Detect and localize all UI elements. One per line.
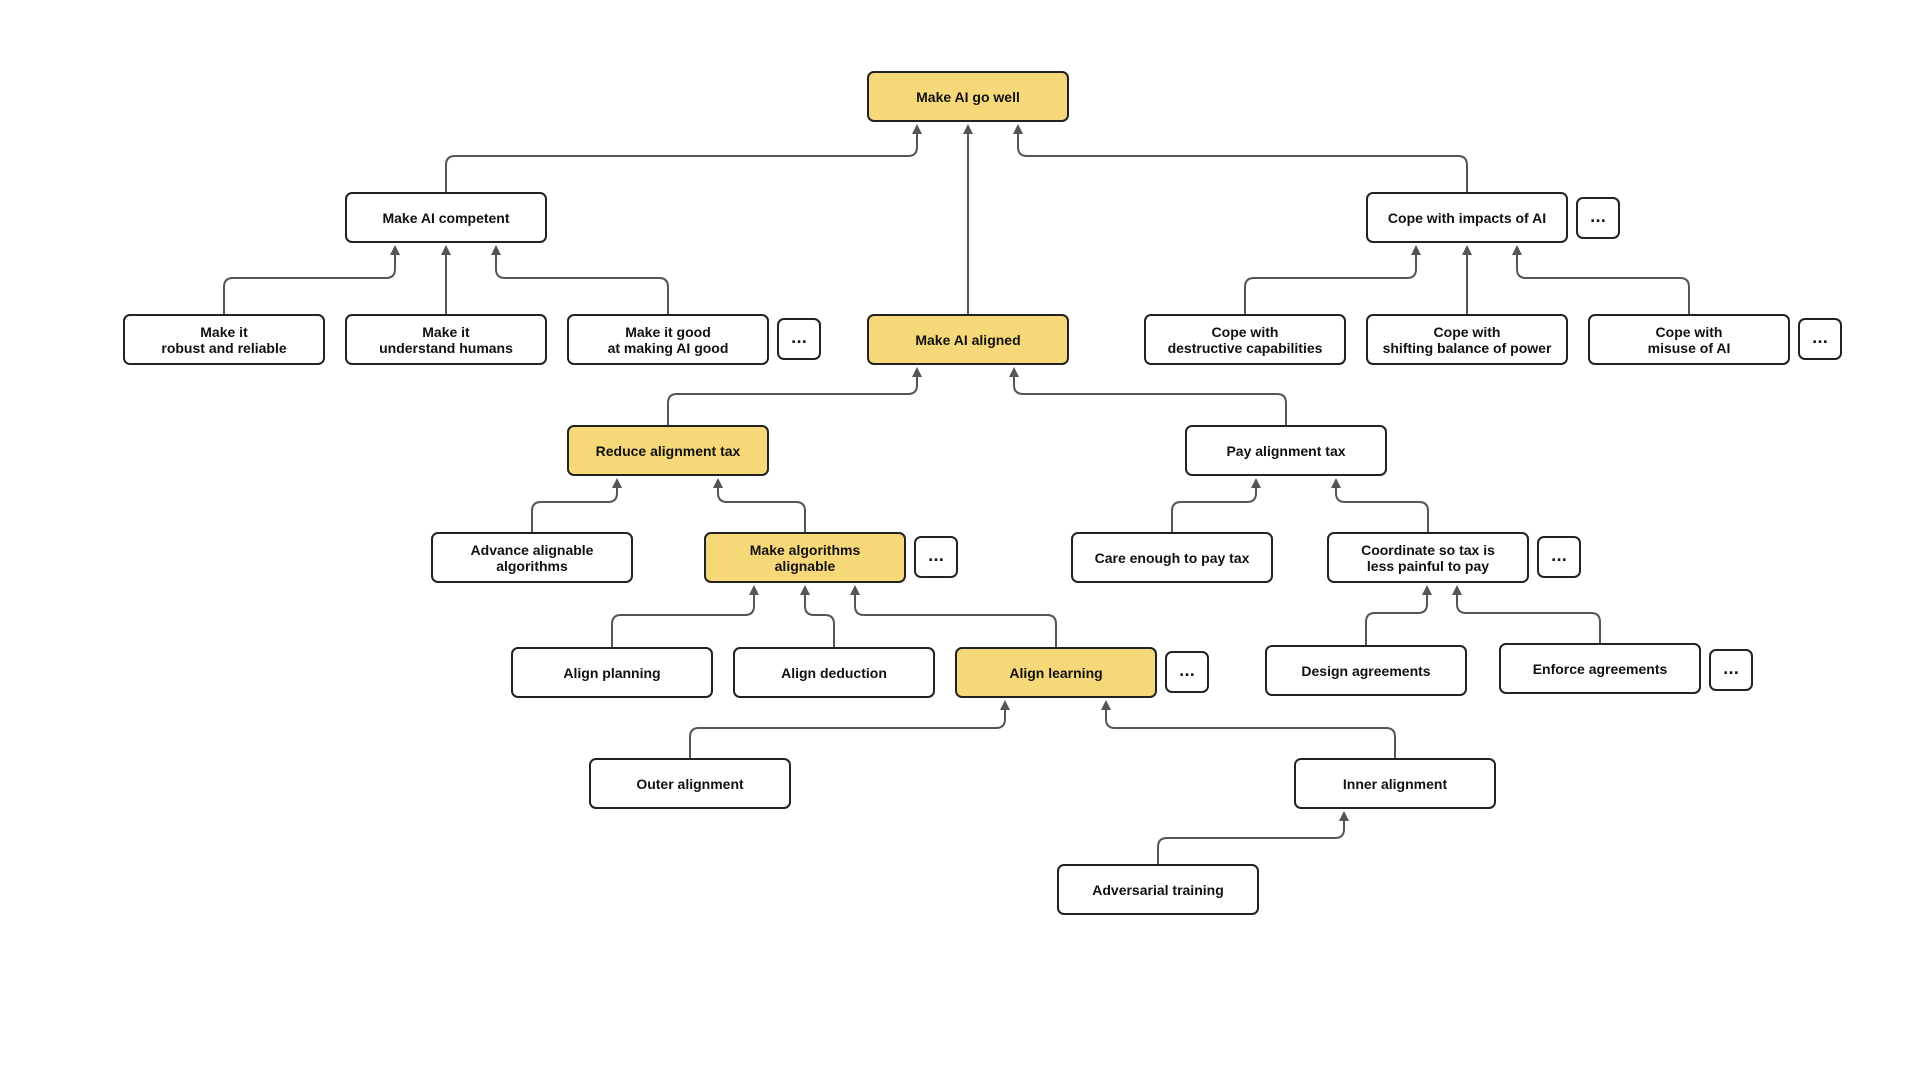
edge-care-to-pay: [1171, 488, 1257, 532]
edge-design-to-coordinate: [1365, 595, 1428, 645]
node-enforce-agreements[interactable]: Enforce agreements: [1499, 643, 1701, 694]
node-care-enough-to-pay-tax[interactable]: Care enough to pay tax: [1071, 532, 1273, 583]
node-align-learning[interactable]: Align learning: [955, 647, 1157, 698]
more-button-coordinate[interactable]: ...: [1537, 536, 1581, 578]
arrowhead-impacts-to-root: [1013, 124, 1023, 134]
edge-planning-to-alignable: [611, 595, 755, 647]
edge-competent-to-root: [445, 134, 918, 192]
arrowhead-enforce-to-coordinate: [1452, 585, 1462, 595]
edge-good-to-competent: [495, 255, 669, 314]
more-button-alignable[interactable]: ...: [914, 536, 958, 578]
edge-destructive-to-impacts: [1244, 255, 1417, 314]
node-make-ai-competent[interactable]: Make AI competent: [345, 192, 547, 243]
more-button-competent[interactable]: ...: [777, 318, 821, 360]
node-misuse-of-ai[interactable]: Cope with misuse of AI: [1588, 314, 1790, 365]
more-button-learning[interactable]: ...: [1165, 651, 1209, 693]
edge-misuse-to-impacts: [1516, 255, 1690, 314]
arrowhead-outer-to-learning: [1000, 700, 1010, 710]
more-button-impacts[interactable]: ...: [1576, 197, 1620, 239]
arrowhead-learning-to-alignable: [850, 585, 860, 595]
arrowhead-inner-to-learning: [1101, 700, 1111, 710]
edge-impacts-to-root: [1017, 134, 1468, 192]
arrowhead-misuse-to-impacts: [1512, 245, 1522, 255]
more-button-enforce[interactable]: ...: [1709, 649, 1753, 691]
arrowhead-planning-to-alignable: [749, 585, 759, 595]
node-make-algorithms-alignable[interactable]: Make algorithms alignable: [704, 532, 906, 583]
arrowhead-coordinate-to-pay: [1331, 478, 1341, 488]
arrowhead-advance-to-reduce: [612, 478, 622, 488]
node-coordinate-tax[interactable]: Coordinate so tax is less painful to pay: [1327, 532, 1529, 583]
arrowhead-alignable-to-reduce: [713, 478, 723, 488]
edge-deduction-to-alignable: [804, 595, 835, 647]
arrowhead-adversarial-to-inner: [1339, 811, 1349, 821]
arrowhead-design-to-coordinate: [1422, 585, 1432, 595]
arrowhead-destructive-to-impacts: [1411, 245, 1421, 255]
node-make-ai-go-well[interactable]: Make AI go well: [867, 71, 1069, 122]
node-reduce-alignment-tax[interactable]: Reduce alignment tax: [567, 425, 769, 476]
arrowhead-good-to-competent: [491, 245, 501, 255]
edge-adversarial-to-inner: [1157, 821, 1345, 864]
edge-reduce-to-aligned: [667, 377, 918, 425]
node-align-deduction[interactable]: Align deduction: [733, 647, 935, 698]
arrowhead-shifting-to-impacts: [1462, 245, 1472, 255]
node-advance-alignable-algorithms[interactable]: Advance alignable algorithms: [431, 532, 633, 583]
node-cope-with-impacts[interactable]: Cope with impacts of AI: [1366, 192, 1568, 243]
node-align-planning[interactable]: Align planning: [511, 647, 713, 698]
edge-advance-to-reduce: [531, 488, 618, 532]
node-outer-alignment[interactable]: Outer alignment: [589, 758, 791, 809]
edge-enforce-to-coordinate: [1456, 595, 1601, 643]
edge-outer-to-learning: [689, 710, 1006, 758]
node-good-at-making-ai-good[interactable]: Make it good at making AI good: [567, 314, 769, 365]
node-adversarial-training[interactable]: Adversarial training: [1057, 864, 1259, 915]
edge-learning-to-alignable: [854, 595, 1057, 647]
arrowhead-understand-to-competent: [441, 245, 451, 255]
more-button-misuse[interactable]: ...: [1798, 318, 1842, 360]
node-destructive-capabilities[interactable]: Cope with destructive capabilities: [1144, 314, 1346, 365]
arrowhead-care-to-pay: [1251, 478, 1261, 488]
node-shifting-balance-of-power[interactable]: Cope with shifting balance of power: [1366, 314, 1568, 365]
arrowhead-deduction-to-alignable: [800, 585, 810, 595]
edge-inner-to-learning: [1105, 710, 1396, 758]
node-pay-alignment-tax[interactable]: Pay alignment tax: [1185, 425, 1387, 476]
node-understand-humans[interactable]: Make it understand humans: [345, 314, 547, 365]
arrowhead-robust-to-competent: [390, 245, 400, 255]
node-design-agreements[interactable]: Design agreements: [1265, 645, 1467, 696]
arrowhead-pay-to-aligned: [1009, 367, 1019, 377]
arrowhead-aligned-to-root: [963, 124, 973, 134]
node-robust-and-reliable[interactable]: Make it robust and reliable: [123, 314, 325, 365]
edge-coordinate-to-pay: [1335, 488, 1429, 532]
node-inner-alignment[interactable]: Inner alignment: [1294, 758, 1496, 809]
edge-pay-to-aligned: [1013, 377, 1287, 425]
node-make-ai-aligned[interactable]: Make AI aligned: [867, 314, 1069, 365]
edge-alignable-to-reduce: [717, 488, 806, 532]
edge-robust-to-competent: [223, 255, 396, 314]
arrowhead-reduce-to-aligned: [912, 367, 922, 377]
arrowhead-competent-to-root: [912, 124, 922, 134]
